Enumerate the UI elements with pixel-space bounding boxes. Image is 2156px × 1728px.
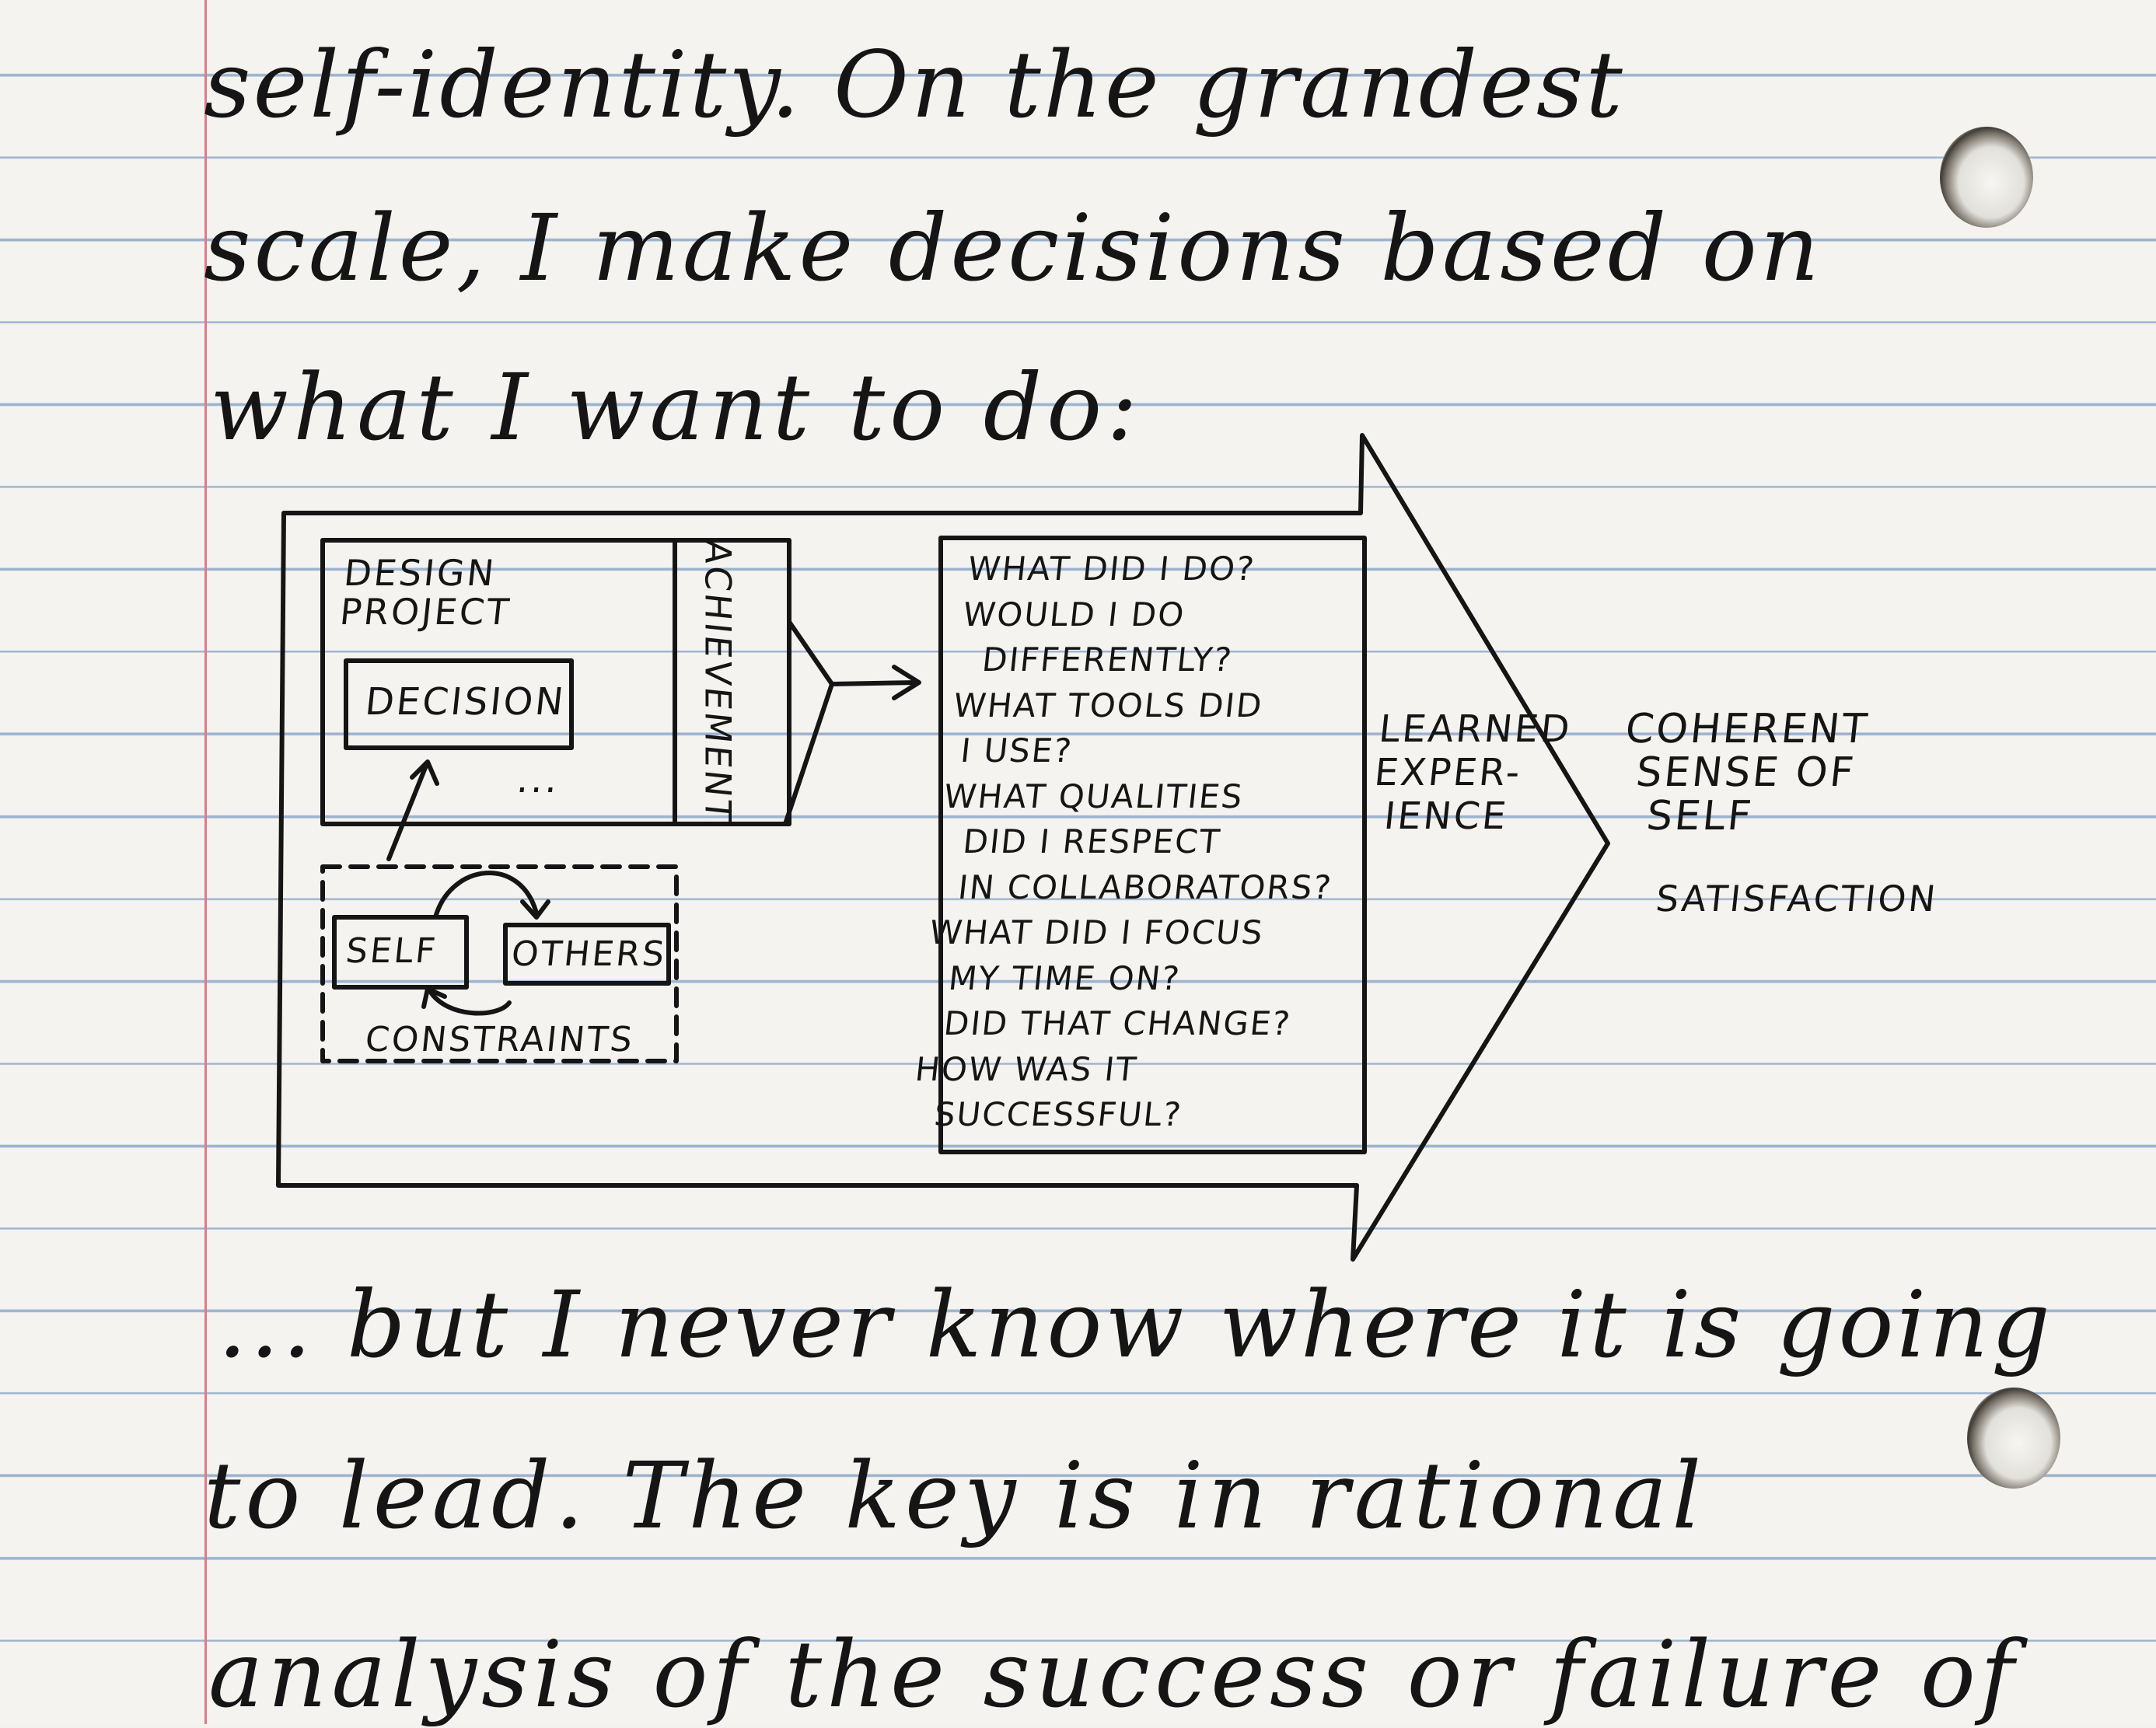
handwritten-line-5: to lead. The key is in rational — [204, 1442, 1707, 1549]
cycle-arrow-bottom-head — [421, 986, 447, 1009]
constraints-box — [320, 864, 679, 1063]
cycle-arrow-top — [433, 871, 539, 920]
decision-box — [344, 658, 574, 750]
handwritten-line-3: what I want to do: — [210, 354, 1142, 461]
constraints-label: CONSTRAINTS — [363, 1020, 637, 1059]
design-project-box — [320, 538, 791, 826]
margin-line — [204, 0, 207, 1724]
arrow-to-questions — [830, 680, 920, 686]
satisfaction-label: SATISFACTION — [1654, 878, 1940, 920]
handwritten-line-6: analysis of the success or failure of — [208, 1621, 2019, 1728]
big-arrow-outline — [276, 433, 1610, 1262]
achievement-chevron — [783, 542, 834, 826]
others-box — [503, 923, 671, 986]
handwritten-line-1: self-identity. On the grandest — [204, 31, 1625, 138]
design-project-label: DESIGN PROJECT — [337, 552, 513, 633]
handwritten-line-4: ... but I never know where it is going — [218, 1271, 2053, 1378]
questions-box — [938, 536, 1367, 1154]
arrow-to-decision-head — [410, 759, 439, 786]
coherent-self-label: COHERENT SENSE OF SELF — [1613, 706, 1871, 840]
cycle-arrow-bottom — [428, 989, 512, 1016]
ellipsis-label: ... — [515, 758, 562, 801]
learned-experience-label: LEARNED EXPER- IENCE — [1368, 707, 1574, 838]
self-box — [332, 915, 469, 990]
reflection-questions: WHAT DID I DO? WOULD I DO DIFFERENTLY? W… — [908, 550, 1335, 1133]
binder-hole-top — [1940, 127, 2033, 228]
decision-label: DECISION — [363, 680, 568, 724]
cycle-arrow-top-head — [520, 899, 550, 920]
others-label: OTHERS — [509, 934, 669, 974]
handwritten-line-2: scale, I make decisions based on — [204, 194, 1822, 302]
self-label: SELF — [344, 931, 440, 971]
arrow-to-decision — [386, 763, 428, 861]
binder-hole-bottom — [1967, 1388, 2060, 1489]
arrow-to-questions-head — [892, 665, 921, 700]
achievement-label: ACHIEVEMENT. — [697, 537, 739, 836]
